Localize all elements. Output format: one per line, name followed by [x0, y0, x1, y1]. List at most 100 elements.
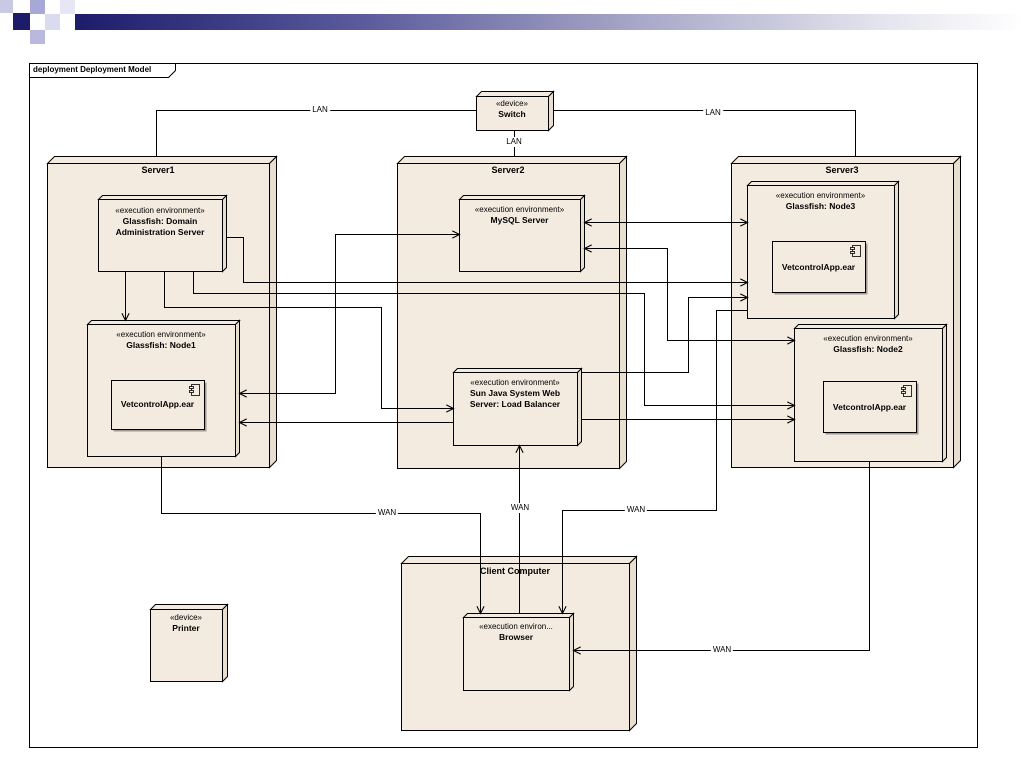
node3-artifact-label: VetcontrolApp.ear [781, 262, 856, 272]
connector-label-wan: WAN [710, 645, 734, 655]
mysql-server-env-front-face [459, 199, 581, 272]
node-name: Client Computer [479, 566, 550, 576]
switch-device-side-face [548, 90, 554, 132]
server3-node-side-face [953, 155, 961, 469]
switch-label: «device» Switch [476, 98, 548, 120]
frame-label: deployment Deployment Model [33, 65, 152, 74]
connector-label-wan: WAN [508, 503, 532, 513]
header-decor-square [60, 0, 75, 14]
server1-node-top-face [46, 156, 278, 164]
switch-device [475, 90, 555, 132]
browser-env-top-face [462, 613, 575, 618]
connector-mysql-node1 [240, 235, 460, 394]
connector-lan-server1-switch [156, 110, 477, 157]
node-name: Server1 [141, 165, 175, 175]
component-icon-body [852, 245, 861, 257]
diagram-frame [29, 63, 978, 748]
server2-node-top-face [396, 156, 628, 164]
connector-label-lan: LAN [703, 108, 723, 118]
node1-artifact [111, 380, 207, 432]
component-icon-tab [850, 247, 855, 250]
node1-env-side-face [235, 319, 240, 458]
server1-label: Server1 [47, 165, 269, 176]
node1-artifact-label: VetcontrolApp.ear [120, 399, 195, 409]
header-decor-square [0, 0, 13, 13]
mysql-server-env-top-face [458, 195, 586, 200]
stereotype-label: «device» [169, 613, 203, 622]
node1-artifact-box [111, 380, 205, 430]
connector-wan-node3-browser [563, 310, 748, 614]
load-balancer-env-top-face [452, 368, 583, 373]
component-icon [189, 384, 200, 396]
connector-label-lan: LAN [310, 105, 330, 115]
component-icon-tab [189, 386, 194, 389]
printer-device-front-face [150, 609, 223, 682]
node3-env-side-face [894, 180, 899, 320]
node2-artifact-box [823, 381, 917, 433]
execution-environment-name: Browser [498, 632, 533, 642]
printer-device [149, 603, 229, 683]
node3-label: «execution environment» Glassfish: Node3 [747, 190, 894, 212]
client-computer-node-side-face [629, 555, 637, 732]
browser-env-front-face [463, 617, 570, 691]
header-gradient-bar [75, 14, 1024, 30]
server3-node-top-face [730, 156, 962, 164]
printer-label: «device» Printer [150, 612, 222, 634]
component-icon-tab [901, 387, 906, 390]
node-name: Switch [498, 109, 526, 119]
header-decor-square [30, 0, 45, 14]
server2-node-side-face [619, 155, 627, 470]
component-icon-tab [901, 391, 906, 394]
client-computer-label: Client Computer [401, 566, 629, 577]
execution-environment-name: Glassfish: Domain Administration Server [115, 216, 205, 237]
execution-environment-name: Sun Java System Web Server: Load Balance… [469, 388, 561, 409]
execution-environment-name: Glassfish: Node2 [833, 344, 903, 354]
printer-device-side-face [222, 603, 228, 683]
domain-admin-server-env-front-face [98, 199, 223, 272]
domain-admin-server-label: «execution environment» Glassfish: Domai… [98, 205, 222, 238]
connector-mysql-node2 [585, 249, 795, 341]
connector-label-wan: WAN [624, 505, 648, 515]
domain-admin-server-env-side-face [222, 194, 227, 273]
stereotype-label: «execution environment» [474, 205, 565, 214]
load-balancer-env [452, 367, 583, 447]
stereotype-label: «execution environment» [775, 191, 866, 200]
server3-label: Server3 [731, 165, 953, 176]
component-icon [901, 385, 912, 397]
node-name: Server3 [825, 165, 859, 175]
switch-device-front-face [476, 96, 549, 131]
mysql-server-env-side-face [580, 194, 585, 273]
load-balancer-label: «execution environment» Sun Java System … [453, 377, 577, 410]
component-icon-body [191, 384, 200, 396]
component-icon-tab [850, 251, 855, 254]
execution-environment-name: Glassfish: Node3 [785, 201, 856, 211]
component-icon [850, 245, 861, 257]
component-icon-tab [189, 390, 194, 393]
node3-env-top-face [746, 181, 900, 186]
connector-load-balancer-node3 [581, 298, 748, 373]
header-decor-square [45, 14, 60, 30]
node2-env-top-face [793, 324, 948, 329]
component-icon-body [903, 385, 912, 397]
domain-admin-server-env [97, 194, 228, 273]
node2-artifact-label: VetcontrolApp.ear [832, 402, 907, 412]
node2-env-side-face [942, 323, 947, 463]
node2-label: «execution environment» Glassfish: Node2 [794, 333, 942, 355]
load-balancer-env-front-face [453, 372, 578, 446]
stereotype-label: «execution environment» [470, 378, 560, 387]
stereotype-label: «execution environment» [116, 330, 206, 339]
load-balancer-env-side-face [577, 367, 582, 447]
connector-wan-node1-browser [161, 456, 481, 614]
mysql-server-label: «execution environment» MySQL Server [459, 204, 580, 226]
header-decor-square [13, 13, 30, 30]
connector-label-wan: WAN [375, 508, 399, 518]
frame-label-tab [29, 63, 176, 78]
browser-label: «execution environ... Browser [463, 621, 569, 643]
node-name: Server2 [491, 165, 525, 175]
domain-admin-server-env-top-face [97, 195, 228, 200]
browser-env-side-face [569, 612, 574, 692]
server1-node-side-face [269, 155, 277, 469]
mysql-server-env [458, 194, 586, 273]
stereotype-label: «device» [495, 99, 529, 108]
